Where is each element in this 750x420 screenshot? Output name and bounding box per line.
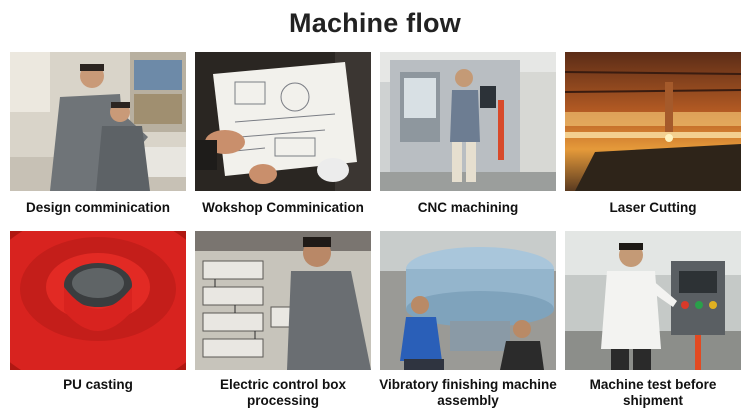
machine-assembly-photo bbox=[380, 231, 556, 370]
photo-machine-test bbox=[565, 231, 741, 370]
control-box-wiring-photo bbox=[195, 231, 371, 370]
cnc-machine-photo bbox=[380, 52, 556, 191]
photo-cnc-machining bbox=[380, 52, 556, 191]
caption-cnc-machining: CNC machining bbox=[417, 200, 519, 215]
caption-machine-test: Machine test before shipment bbox=[589, 377, 717, 408]
machine-test-photo bbox=[565, 231, 741, 370]
pu-bowl-photo bbox=[10, 231, 186, 370]
photo-workshop-communication bbox=[195, 52, 371, 191]
caption-machine-assembly: Vibratory finishing machine assembly bbox=[379, 377, 557, 408]
caption-design-communication: Design comminication bbox=[25, 200, 171, 215]
caption-laser-cutting: Laser Cutting bbox=[609, 200, 697, 215]
caption-workshop-communication: Wokshop Comminication bbox=[202, 200, 364, 215]
photo-design-communication bbox=[10, 52, 186, 191]
photo-pu-casting bbox=[10, 231, 186, 370]
photo-laser-cutting bbox=[565, 52, 741, 191]
laser-cutting-photo bbox=[565, 52, 741, 191]
photo-electric-control-box bbox=[195, 231, 371, 370]
photo-machine-assembly bbox=[380, 231, 556, 370]
caption-pu-casting: PU casting bbox=[63, 377, 133, 392]
caption-electric-control-box: Electric control box processing bbox=[219, 377, 347, 408]
office-engineers-photo bbox=[10, 52, 186, 191]
drawing-blueprint-photo bbox=[195, 52, 371, 191]
page-title: Machine flow bbox=[289, 8, 461, 38]
